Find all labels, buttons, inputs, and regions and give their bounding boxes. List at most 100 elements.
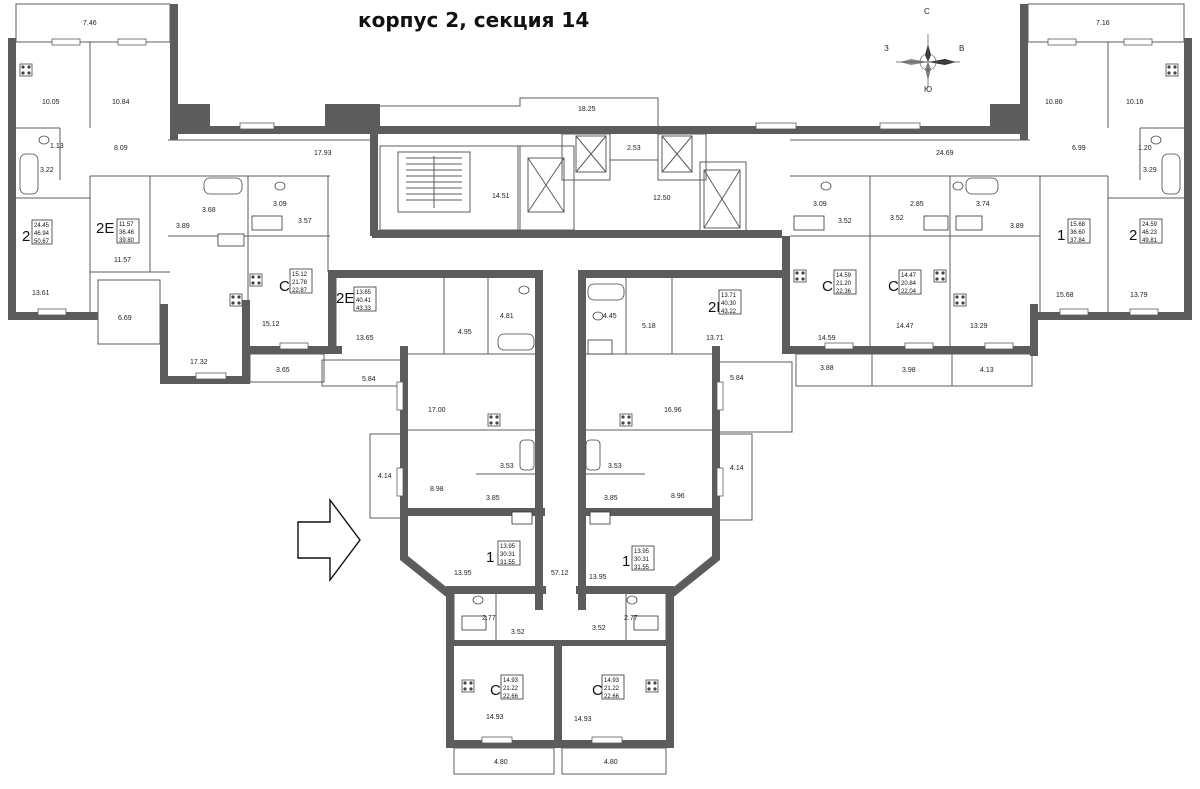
apartment-area: 22.87 [292, 288, 308, 294]
staircase [397, 151, 471, 213]
apartment-area: 14.47 [901, 273, 917, 279]
area-label: 4.81 [500, 313, 514, 320]
apartment-badge: С 14.93 21.22 22.66 [490, 674, 524, 700]
apartment-badge: 1 15.68 36.60 37.84 [1057, 218, 1091, 244]
area-label: 14.51 [492, 193, 510, 200]
area-label: 8.09 [114, 145, 128, 152]
area-label: 13.95 [454, 570, 472, 577]
area-labels: 7.46 10.05 10.84 1.13 8.09 3.22 17.93 18… [32, 20, 1157, 766]
area-label: 3.52 [890, 215, 904, 222]
area-label: 57.12 [551, 570, 569, 577]
fixtures [19, 63, 1181, 693]
area-label: 4.80 [604, 759, 618, 766]
area-label: 3.74 [976, 201, 990, 208]
apartment-badge: 2Е 13.71 40.30 43.22 [708, 289, 742, 316]
area-label: 13.65 [356, 335, 374, 342]
apartment-type: 2 [1129, 227, 1137, 244]
compass-rose-icon [896, 34, 960, 88]
apartment-type: 2 [22, 228, 30, 245]
area-label: 3.85 [604, 495, 618, 502]
area-label: 2.85 [910, 201, 924, 208]
area-label: 1.20 [1138, 145, 1152, 152]
area-label: 8.96 [671, 493, 685, 500]
area-label: 3.09 [813, 201, 827, 208]
page-title: корпус 2, секция 14 [358, 8, 589, 32]
apartment-type: 2Е [96, 220, 114, 237]
area-label: 14.47 [896, 323, 914, 330]
apartment-area: 21.22 [604, 686, 620, 692]
apartment-area: 43.22 [721, 309, 737, 315]
apartment-area: 30.31 [634, 557, 650, 563]
area-label: 10.05 [42, 99, 60, 106]
apartment-badge: 2 24.59 46.23 49.81 [1129, 218, 1163, 244]
area-label: 14.59 [818, 335, 836, 342]
arrow-right-icon [297, 497, 361, 583]
apartment-area: 11.57 [119, 222, 134, 228]
apartment-area: 14.93 [604, 678, 620, 684]
area-label: 3.52 [511, 629, 525, 636]
area-label: 15.68 [1056, 292, 1074, 299]
apartment-type: 2Е [336, 290, 354, 307]
area-label: 14.93 [486, 714, 504, 721]
area-label: 1.13 [50, 143, 64, 150]
area-label: 17.00 [428, 407, 446, 414]
apartment-area: 37.84 [1070, 238, 1086, 244]
area-label: 4.14 [378, 473, 392, 480]
area-label: 13.61 [32, 290, 50, 297]
apartment-area: 46.23 [1142, 230, 1158, 236]
apartment-area: 36.60 [1070, 230, 1086, 236]
compass-north-label: С [924, 7, 930, 16]
room-partitions [15, 3, 1185, 775]
area-label: 5.84 [362, 376, 376, 383]
apartment-type: 1 [1057, 227, 1065, 244]
apartment-type: 1 [622, 553, 630, 570]
apartment-type: 1 [486, 549, 494, 566]
apartment-area: 40.30 [721, 301, 737, 307]
apartment-area: 39.80 [119, 238, 135, 244]
area-label: 3.89 [1010, 223, 1024, 230]
apartment-area: 36.46 [119, 230, 135, 236]
apartment-type: С [822, 278, 833, 295]
area-label: 3.85 [486, 495, 500, 502]
apartment-badges: 2 24.45 46.94 50.67 2Е 11.57 36.46 39.80… [22, 218, 1163, 700]
apartment-area: 31.55 [500, 560, 516, 566]
apartment-area: 30.31 [500, 552, 516, 558]
apartment-type: С [279, 278, 290, 295]
outer-walls [8, 4, 1192, 748]
area-label: 24.69 [936, 150, 954, 157]
apartment-area: 20.84 [901, 281, 917, 287]
apartment-badge: 1 13.95 30.31 31.55 [486, 540, 521, 566]
area-label: 4.13 [980, 367, 994, 374]
area-label: 17.32 [190, 359, 208, 366]
apartment-area: 15.68 [1070, 222, 1086, 228]
area-label: 2.77 [624, 615, 638, 622]
apartment-area: 13.95 [500, 544, 516, 550]
area-label: 4.95 [458, 329, 472, 336]
apartment-area: 22.36 [836, 289, 852, 295]
area-label: 3.52 [838, 218, 852, 225]
area-label: 13.71 [706, 335, 724, 342]
apartment-area: 13.65 [356, 290, 372, 296]
apartment-badge: С 15.12 21.78 22.87 [279, 268, 313, 295]
compass-east-label: В [959, 44, 964, 53]
area-label: 3.98 [902, 367, 916, 374]
apartment-area: 31.55 [634, 565, 650, 571]
apartment-area: 14.93 [503, 678, 519, 684]
area-label: 5.84 [730, 375, 744, 382]
area-label: 10.84 [112, 99, 130, 106]
area-label: 3.53 [608, 463, 622, 470]
area-label: 7.46 [83, 20, 97, 27]
area-label: 13.95 [589, 574, 607, 581]
apartment-area: 49.81 [1142, 238, 1158, 244]
area-label: 11.57 [114, 257, 131, 264]
area-label: 3.57 [298, 218, 312, 225]
area-label: 3.22 [40, 167, 54, 174]
area-label: 6.99 [1072, 145, 1086, 152]
apartment-badge: С 14.93 21.22 22.66 [592, 674, 625, 700]
area-label: 10.80 [1045, 99, 1063, 106]
area-label: 3.52 [592, 625, 606, 632]
area-label: 18.25 [578, 106, 596, 113]
area-label: 6.69 [118, 315, 132, 322]
area-label: 4.45 [603, 313, 617, 320]
apartment-area: 14.59 [836, 273, 852, 279]
